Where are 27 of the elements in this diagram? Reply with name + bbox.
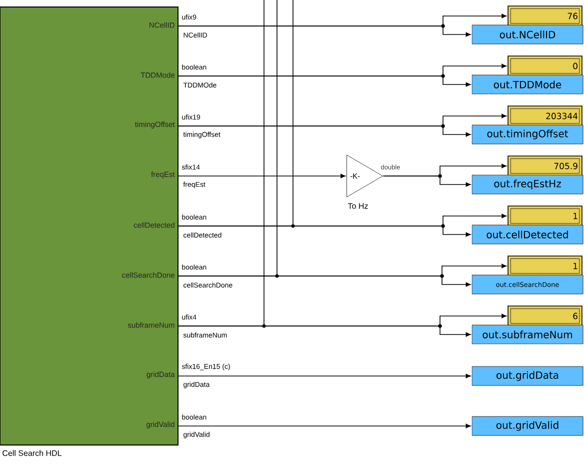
branch-line: [178, 0, 295, 228]
display-box: 76: [508, 6, 582, 26]
workspace-block: out.cellDetected: [472, 224, 584, 244]
workspace-block: out.TDDMode: [472, 74, 584, 94]
branch-line: [178, 0, 279, 278]
display-box: 0: [508, 56, 582, 76]
branch-line: [178, 0, 266, 328]
block-name: To Hz: [348, 203, 368, 209]
display-box: 6: [508, 306, 582, 326]
signal-arrow: [178, 174, 346, 178]
workspace-block: out.subframeNum: [472, 324, 584, 344]
signal-arrow: [382, 174, 471, 187]
signal-arrow: [178, 74, 471, 87]
workspace-block: out.gridData: [472, 366, 584, 386]
signal-arrow: [178, 124, 471, 137]
display-box: 1: [508, 206, 582, 226]
display-box: 203344: [508, 106, 582, 126]
display-box: 705.9: [508, 156, 582, 176]
signal-arrow: [178, 24, 471, 37]
workspace-block: out.freqEstHz: [472, 174, 584, 194]
block-name: Cell Search HDL: [2, 450, 62, 456]
display-box: 1: [508, 256, 582, 276]
workspace-block: out.NCellID: [472, 24, 584, 44]
signal-arrow: [178, 424, 471, 428]
signal-arrow: [178, 374, 471, 378]
workspace-block: out.gridValid: [472, 416, 584, 436]
workspace-block: out.timingOffset: [472, 124, 584, 144]
